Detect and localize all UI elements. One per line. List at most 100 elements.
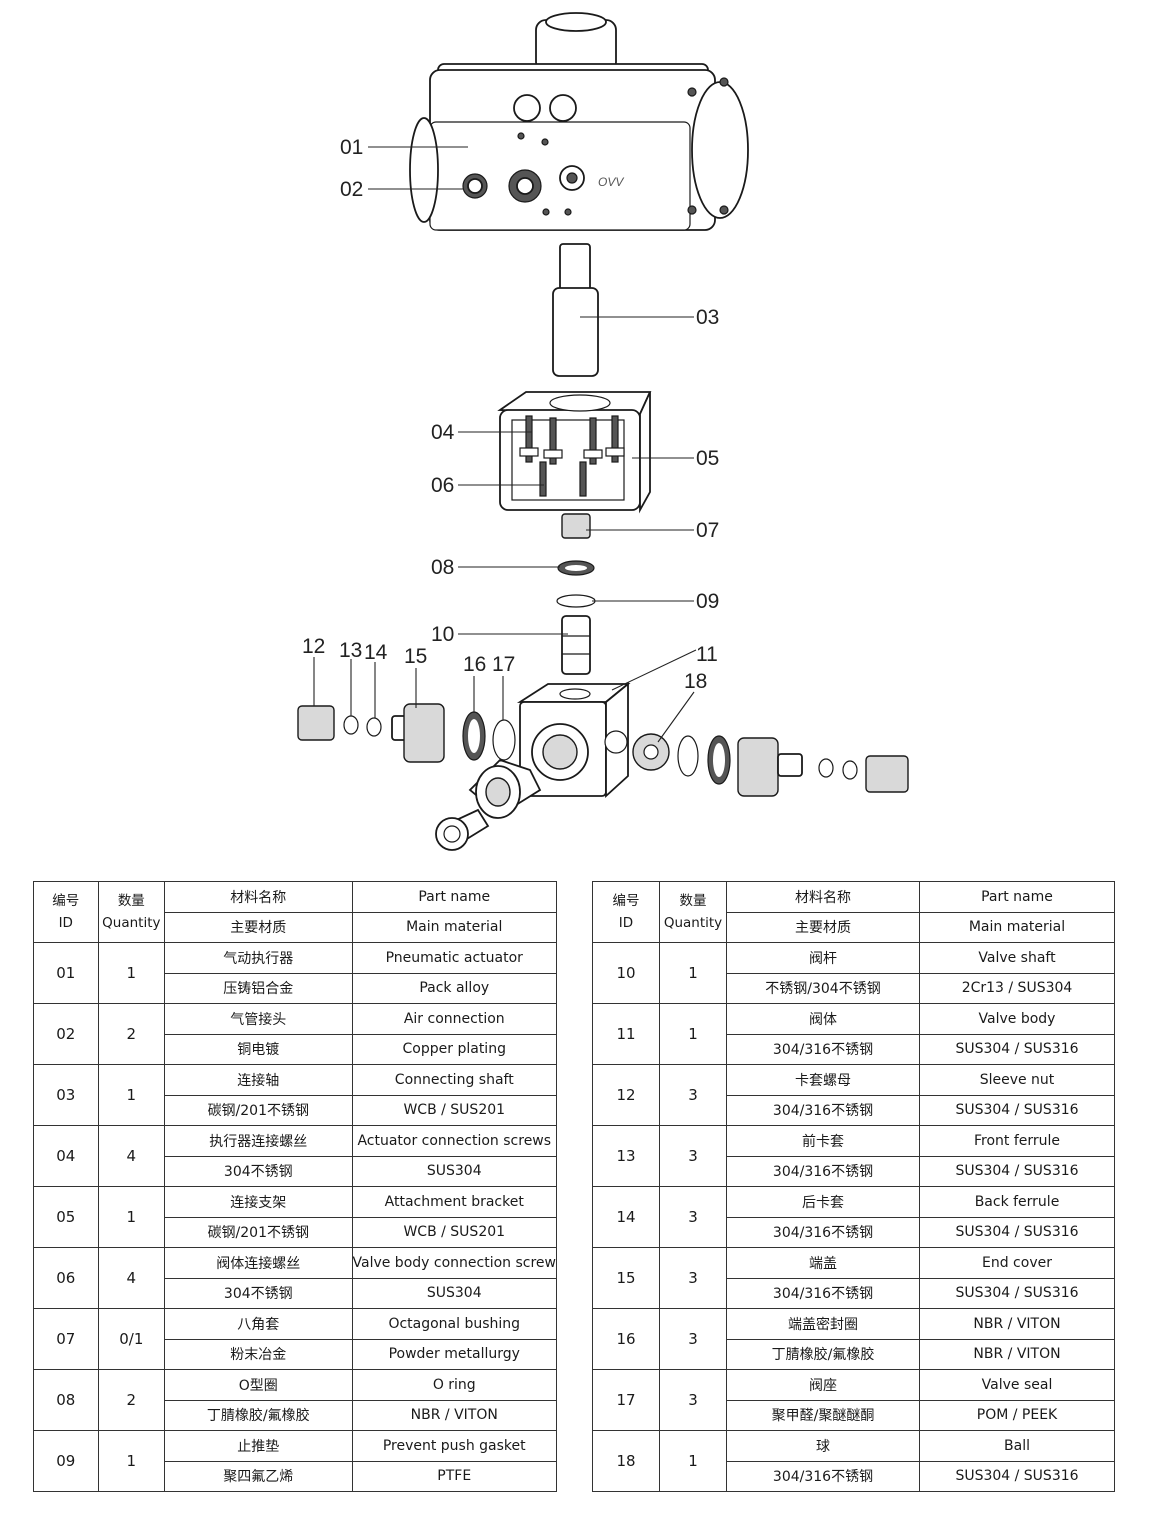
part-name-cn: 连接轴 (164, 1064, 353, 1096)
part-material-en: PTFE (351, 1460, 557, 1492)
part-material-en: Powder metallurgy (351, 1338, 557, 1370)
part-name-cn: 气管接头 (164, 1003, 353, 1035)
part-material-en: WCB / SUS201 (351, 1216, 557, 1248)
header-qty-en: Quantity (663, 915, 723, 931)
part-material-en: Copper plating (351, 1033, 557, 1065)
part-name-en: O ring (351, 1369, 557, 1401)
part-id: 01 (33, 942, 99, 1004)
part-id: 04 (33, 1125, 99, 1187)
callout-14: 14 (364, 641, 388, 664)
header-material-en: Main material (919, 911, 1115, 943)
part-id: 03 (33, 1064, 99, 1126)
part-name-cn: 端盖 (726, 1247, 920, 1279)
callout-13: 13 (339, 639, 362, 662)
callout-18: 18 (684, 670, 707, 693)
callout-08: 08 (431, 556, 454, 579)
part-name-cn: 球 (726, 1430, 920, 1462)
part-name-en: Back ferrule (919, 1186, 1115, 1218)
part-name-cn: 止推垫 (164, 1430, 353, 1462)
part-name-en: Pneumatic actuator (351, 942, 557, 974)
valve-body (516, 682, 631, 799)
header-id-cn: 编号 (52, 893, 80, 909)
connecting-shaft (552, 243, 599, 377)
part-material-en: SUS304 / SUS316 (919, 1033, 1115, 1065)
part-id: 13 (592, 1125, 660, 1187)
part-quantity: 1 (97, 1186, 166, 1248)
left-fittings (297, 703, 516, 763)
part-material-en: NBR / VITON (919, 1338, 1115, 1370)
part-id: 09 (33, 1430, 99, 1492)
part-name-en: Front ferrule (919, 1125, 1115, 1157)
part-name-cn: 阀杆 (726, 942, 920, 974)
part-name-en: Valve body (919, 1003, 1115, 1035)
header-name-en: Part name (919, 881, 1115, 913)
callout-11: 11 (696, 643, 718, 666)
part-quantity: 3 (659, 1186, 727, 1248)
part-quantity: 2 (97, 1003, 166, 1065)
front-pipe-fitting (435, 758, 542, 851)
part-id: 02 (33, 1003, 99, 1065)
callout-07: 07 (696, 519, 719, 542)
part-name-cn: 阀座 (726, 1369, 920, 1401)
part-quantity: 3 (659, 1125, 727, 1187)
part-material-cn: 304不锈钢 (164, 1277, 353, 1309)
part-quantity: 3 (659, 1308, 727, 1370)
part-name-en: End cover (919, 1247, 1115, 1279)
part-material-cn: 不锈钢/304不锈钢 (726, 972, 920, 1004)
part-material-en: Pack alloy (351, 972, 557, 1004)
part-name-en: Valve shaft (919, 942, 1115, 974)
part-material-cn: 聚四氟乙烯 (164, 1460, 353, 1492)
header-qty-cn: 数量 (117, 893, 145, 909)
callout-17: 17 (492, 653, 515, 676)
header-material-cn: 主要材质 (726, 911, 920, 943)
callout-10: 10 (431, 623, 454, 646)
part-material-cn: 碳钢/201不锈钢 (164, 1216, 353, 1248)
part-material-cn: 聚甲醛/聚醚醚酮 (726, 1399, 920, 1431)
part-material-cn: 304/316不锈钢 (726, 1155, 920, 1187)
part-name-en: Valve body connection screw (351, 1247, 557, 1279)
part-material-cn: 丁腈橡胶/氟橡胶 (164, 1399, 353, 1431)
part-id: 12 (592, 1064, 660, 1126)
part-material-en: 2Cr13 / SUS304 (919, 972, 1115, 1004)
right-fittings (632, 733, 909, 797)
header-id-en: ID (618, 915, 634, 931)
part-name-en: Ball (919, 1430, 1115, 1462)
part-name-cn: 后卡套 (726, 1186, 920, 1218)
part-name-en: Attachment bracket (351, 1186, 557, 1218)
part-name-cn: O型圈 (164, 1369, 353, 1401)
part-material-en: SUS304 / SUS316 (919, 1094, 1115, 1126)
part-name-en: Octagonal bushing (351, 1308, 557, 1340)
header-material-en: Main material (351, 911, 557, 943)
header-name-cn: 材料名称 (726, 881, 920, 913)
part-id: 18 (592, 1430, 660, 1492)
attachment-bracket (497, 391, 652, 514)
push-gasket (556, 594, 596, 608)
